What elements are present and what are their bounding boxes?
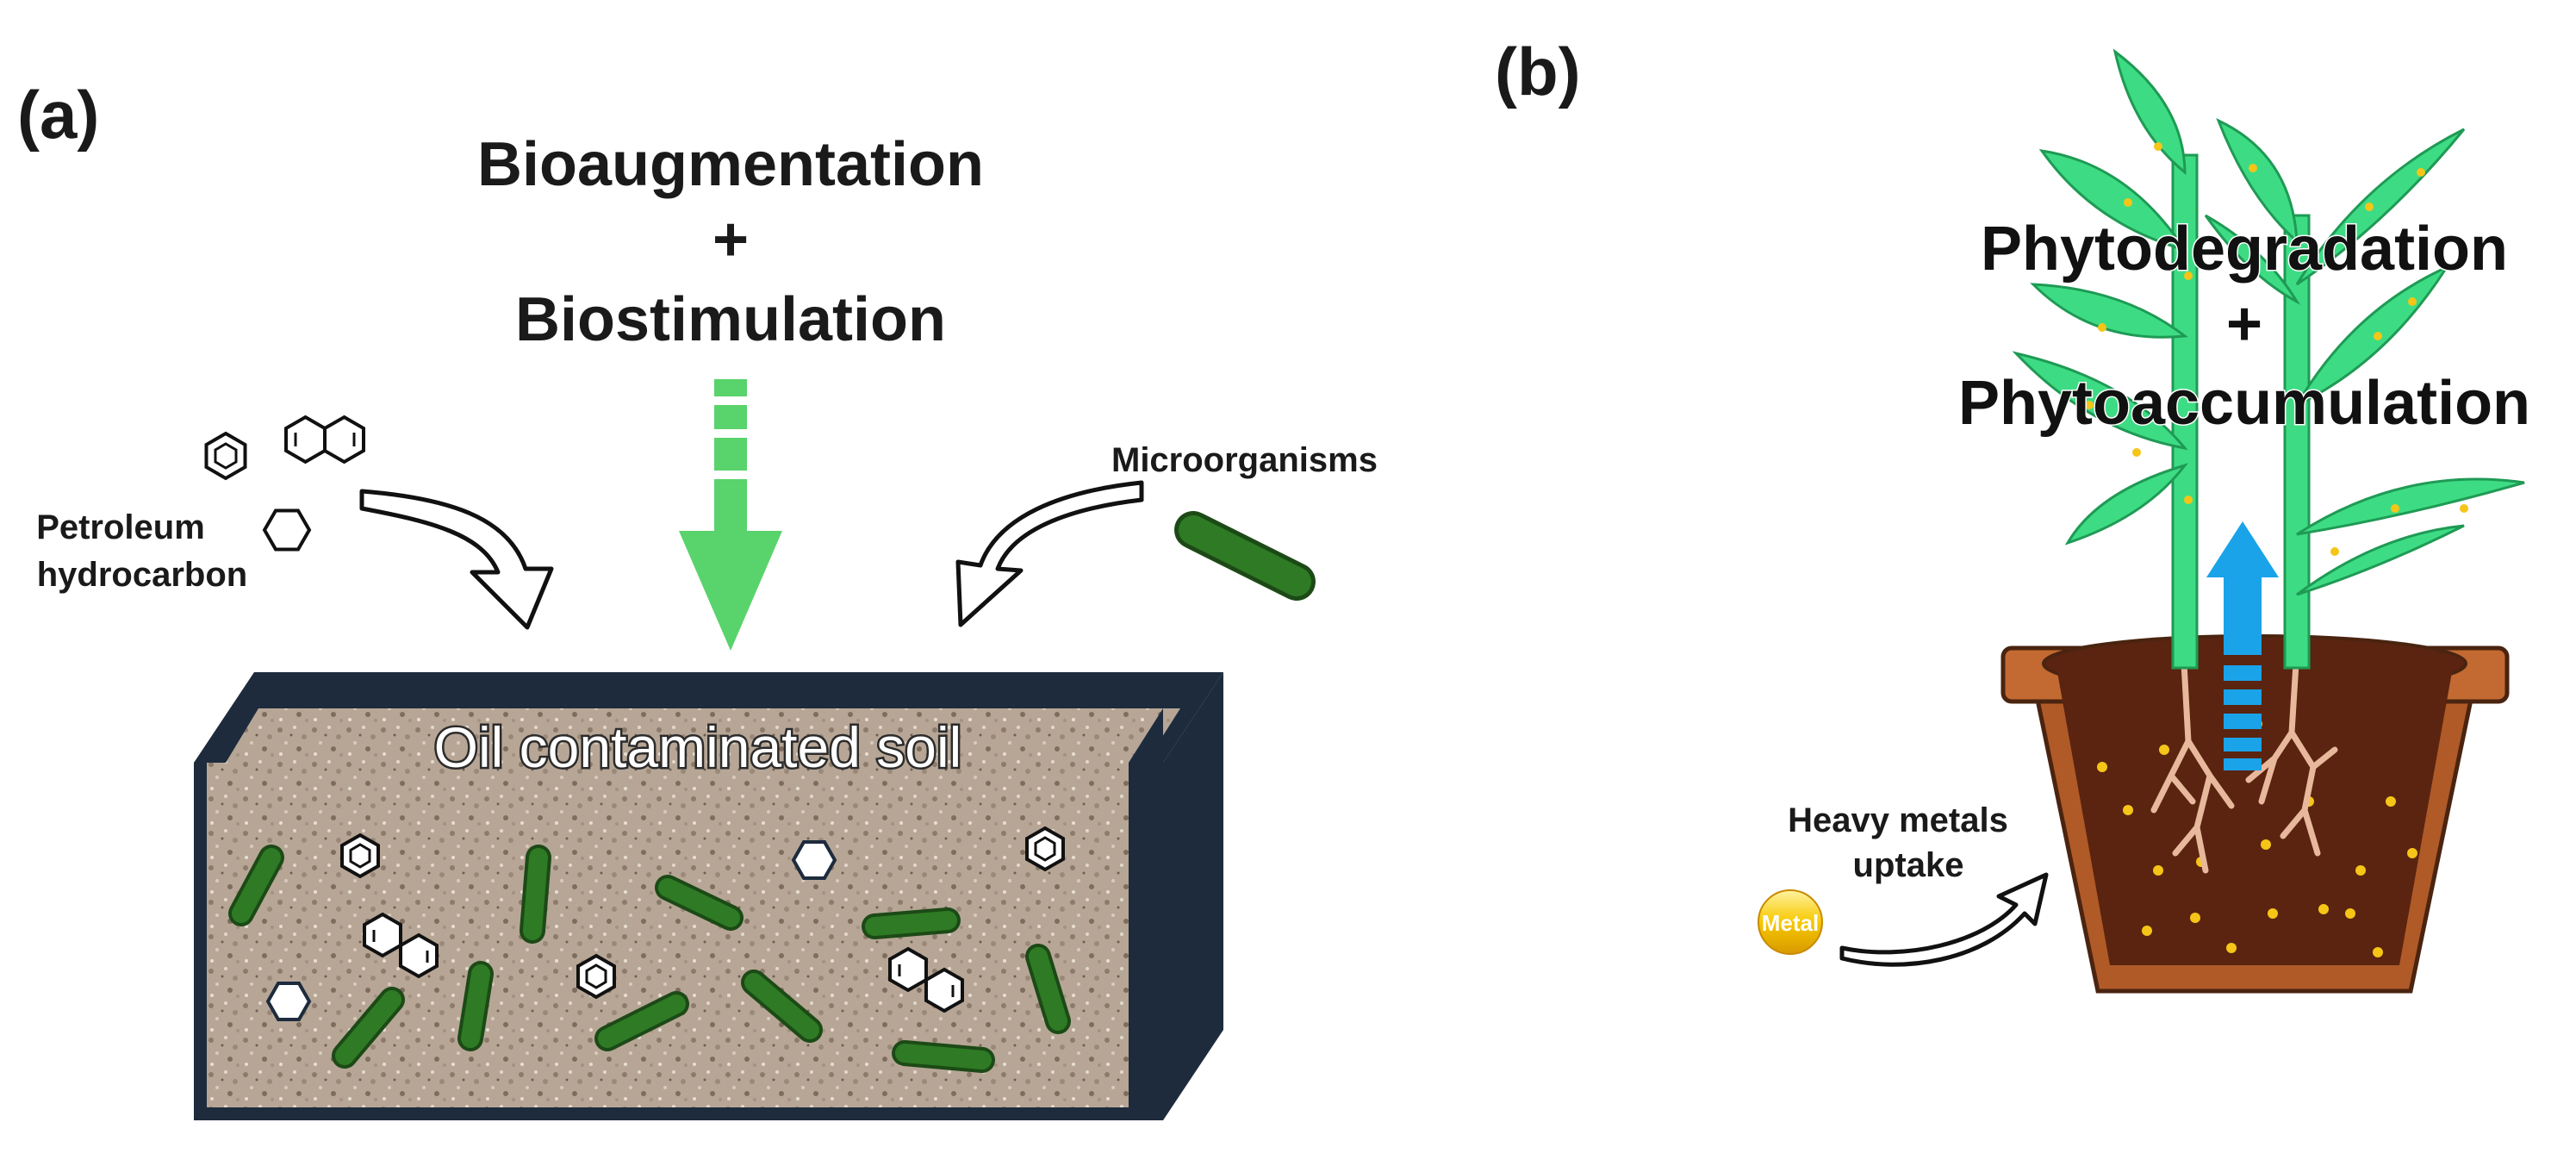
bacterium-icon — [594, 991, 689, 1051]
panel-a-title-line2: Biostimulation — [515, 285, 946, 354]
benzene-icon — [204, 431, 247, 481]
leaf-icon — [2295, 128, 2466, 286]
metal-ball-icon: Metal — [1758, 889, 1823, 955]
benzene-icon — [1025, 826, 1065, 872]
petroleum-label-line2: hydrocarbon — [37, 556, 247, 594]
leaf-icon — [2296, 477, 2525, 536]
bacterium-icon — [741, 970, 823, 1043]
panel-b-title-line2: Phytoaccumulation — [1958, 369, 2530, 438]
panel-b-title-line1: Phytodegradation — [1981, 215, 2508, 284]
metal-ball-label: Metal — [1762, 910, 1819, 936]
bacterium-icon — [332, 987, 405, 1069]
leaf-icon — [2204, 214, 2301, 305]
panel-b-title-plus: + — [2226, 290, 2262, 359]
plant-roots — [2150, 660, 2338, 874]
soil-molecules — [265, 826, 1065, 1021]
curved-arrow-right-icon — [955, 480, 1144, 627]
petroleum-label-line1: Petroleum — [36, 508, 205, 546]
bacterium-icon — [862, 907, 961, 939]
microorganisms-label: Microorganisms — [1111, 441, 1378, 479]
benzene-icon — [340, 832, 380, 879]
hexane-ring-icon — [265, 982, 312, 1021]
panel-a: (a) Bioaugmentation + Biostimulation Pet… — [17, 77, 1378, 1120]
benzene-icon — [576, 953, 616, 1000]
metals-label-line2: uptake — [1853, 846, 1964, 884]
leaf-icon — [2112, 48, 2187, 176]
bacterium-icon — [228, 845, 284, 926]
bacterium-icon — [457, 961, 494, 1051]
naphthalene-icon — [888, 946, 964, 1013]
panel-b: (b) — [1495, 34, 2532, 994]
bacterium-icon — [1174, 511, 1316, 601]
flower-pot — [2000, 634, 2510, 994]
metals-label-line1: Heavy metals — [1788, 801, 2008, 839]
panel-b-letter: (b) — [1495, 34, 1581, 109]
blue-up-arrow-icon — [2206, 521, 2279, 770]
leaf-icon — [2216, 118, 2299, 245]
panel-a-letter: (a) — [17, 77, 99, 153]
bacterium-icon — [892, 1040, 995, 1073]
leaf-icon — [2038, 148, 2188, 253]
green-down-arrow-icon — [679, 379, 782, 651]
leaf-icon — [2012, 351, 2188, 451]
naphthalene-icon — [363, 912, 439, 979]
leaf-metal-particles — [2085, 142, 2468, 556]
curved-arrow-left-icon — [359, 489, 554, 630]
panel-a-title-line1: Bioaugmentation — [477, 130, 984, 199]
bacterium-icon — [655, 875, 744, 931]
bacterium-icon — [1025, 944, 1071, 1034]
curved-arrow-up-right-icon — [1839, 872, 2049, 967]
soil-label: Oil contaminated soil — [434, 715, 962, 779]
soil-bacteria — [228, 845, 1071, 1073]
bacterium-icon — [520, 845, 551, 944]
naphthalene-icon — [284, 415, 365, 465]
metal-particles — [2097, 719, 2417, 957]
hexane-ring-icon — [262, 508, 312, 552]
leaf-icon — [2296, 524, 2465, 596]
leaf-icon — [2064, 463, 2189, 546]
panel-a-title-plus: + — [712, 205, 749, 274]
leaf-icon — [2030, 283, 2188, 339]
hexane-ring-icon — [791, 840, 837, 880]
plant-leaves — [2012, 48, 2525, 596]
